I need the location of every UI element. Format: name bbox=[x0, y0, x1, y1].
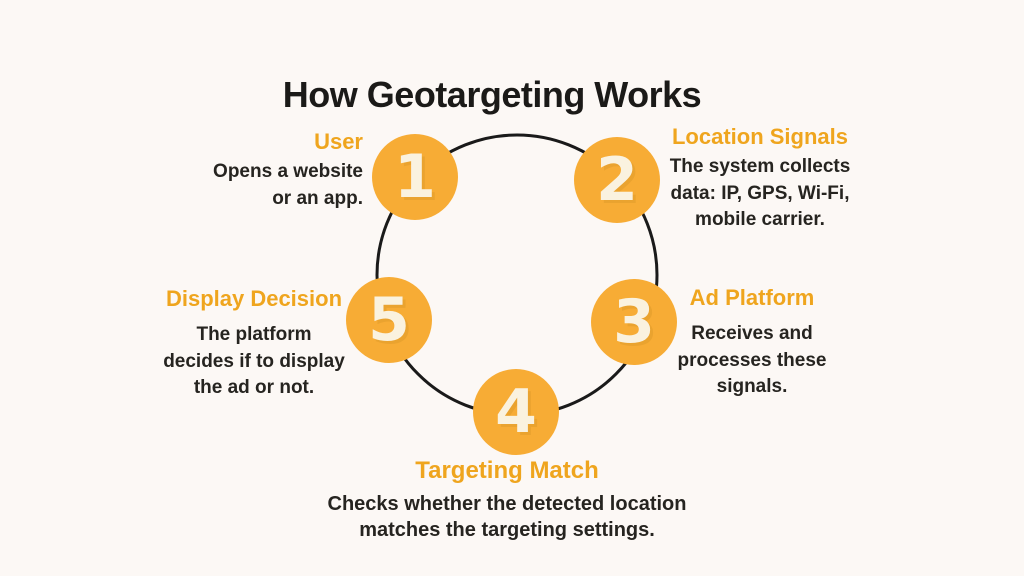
step-4-heading: Targeting Match bbox=[415, 457, 599, 484]
step-3-badge: 3 bbox=[591, 279, 677, 365]
step-3-body: Receives and processes these signals. bbox=[677, 323, 827, 397]
step-1-body: Opens a website or an app. bbox=[213, 161, 363, 209]
step-4-badge: 4 bbox=[473, 369, 559, 455]
step-4-body: Checks whether the detected location mat… bbox=[327, 492, 687, 541]
step-5-badge: 5 bbox=[346, 277, 432, 363]
step-2-number: 2 bbox=[596, 145, 638, 215]
step-2-badge: 2 bbox=[574, 137, 660, 223]
step-5-block: Display Decision The platform decides if… bbox=[146, 286, 362, 401]
step-5-heading: Display Decision bbox=[165, 286, 343, 311]
step-3-number: 3 bbox=[613, 287, 655, 357]
step-3-block: Ad Platform Receives and processes these… bbox=[644, 285, 860, 400]
step-2-block: Location Signals The system collects dat… bbox=[652, 124, 868, 233]
step-3-heading: Ad Platform bbox=[689, 285, 815, 310]
step-1-block: User Opens a website or an app. bbox=[140, 129, 363, 212]
step-5-number: 5 bbox=[368, 285, 410, 355]
step-1-badge: 1 bbox=[372, 134, 458, 220]
step-1-heading: User bbox=[314, 129, 363, 154]
step-2-body: The system collects data: IP, GPS, Wi-Fi… bbox=[669, 156, 851, 230]
step-2-heading: Location Signals bbox=[671, 124, 849, 149]
step-4-block: Targeting Match Checks whether the detec… bbox=[302, 457, 712, 543]
step-4-number: 4 bbox=[495, 377, 537, 447]
step-1-number: 1 bbox=[394, 142, 436, 212]
step-5-body: The platform decides if to display the a… bbox=[163, 324, 345, 398]
page-title: How Geotargeting Works bbox=[282, 74, 702, 116]
